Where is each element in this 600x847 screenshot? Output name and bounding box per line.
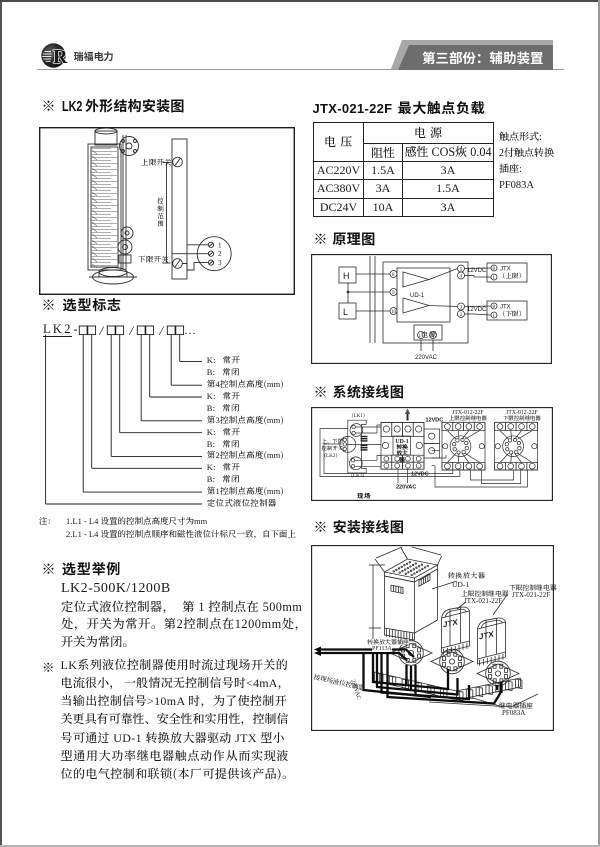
svg-text:1: 1 xyxy=(218,241,222,249)
svg-text:5: 5 xyxy=(460,268,463,273)
svg-text:2: 2 xyxy=(460,313,463,318)
svg-text:4: 4 xyxy=(460,275,463,280)
svg-text:11: 11 xyxy=(419,334,424,339)
svg-text:9: 9 xyxy=(392,291,395,296)
svg-text:JTX: JTX xyxy=(500,305,511,311)
svg-text:L: L xyxy=(343,307,348,317)
svg-text:12VDC: 12VDC xyxy=(467,268,487,274)
svg-text:10: 10 xyxy=(391,310,397,315)
svg-text:UD-1: UD-1 xyxy=(410,293,425,299)
svg-text:JTX: JTX xyxy=(500,267,511,273)
svg-text:12VDC: 12VDC xyxy=(467,307,487,313)
svg-text:1: 1 xyxy=(493,276,496,281)
svg-text:1: 1 xyxy=(493,314,496,319)
svg-text:1: 1 xyxy=(432,334,435,339)
svg-text:3: 3 xyxy=(218,259,222,267)
svg-text:8: 8 xyxy=(493,305,496,310)
svg-text:3: 3 xyxy=(460,306,463,311)
svg-text:H: H xyxy=(343,271,350,281)
svg-text:2: 2 xyxy=(218,250,222,258)
svg-text:8: 8 xyxy=(392,273,395,278)
svg-text:R: R xyxy=(53,46,68,68)
svg-text:12VDC: 12VDC xyxy=(411,472,429,478)
svg-text:220VAC: 220VAC xyxy=(396,485,416,491)
svg-text:220VAC: 220VAC xyxy=(415,355,438,361)
svg-text:8: 8 xyxy=(493,267,496,272)
svg-text:12VDC: 12VDC xyxy=(426,418,444,424)
